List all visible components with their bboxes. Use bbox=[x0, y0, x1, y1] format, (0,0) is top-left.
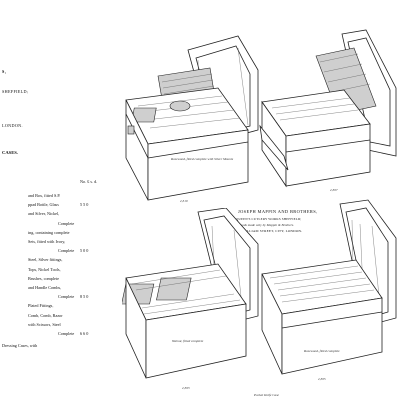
firm-address: KING WILLIAM STREET, CITY, LONDON. bbox=[232, 229, 303, 233]
left-entry-text: Comb, Comb, Razor bbox=[28, 312, 63, 318]
left-heading: S, bbox=[2, 69, 7, 74]
firm-subline-2: Goods made only by Mappin & Brothers. bbox=[238, 223, 295, 227]
caption-bottom: Pocket Knife Case bbox=[254, 393, 280, 397]
left-entry-text: Sets, fitted with Ivory, bbox=[28, 239, 66, 244]
dressing-case-illustration-top-left bbox=[125, 35, 259, 201]
left-entry-text: and Silver, Nickel, bbox=[28, 211, 60, 217]
left-section-title: CASES. bbox=[2, 150, 18, 155]
left-line-sheffield: SHEFFIELD; bbox=[2, 89, 29, 94]
left-entry-price: 5 5 0 bbox=[80, 202, 89, 208]
left-price-head: No. £ s. d. bbox=[80, 179, 98, 184]
caption-top-right-number: 2,307 bbox=[330, 188, 338, 192]
caption-top-left: Rosewood, fitted complete with Silver Mo… bbox=[171, 157, 234, 161]
left-entry-price: 6 6 0 bbox=[80, 331, 89, 336]
left-line-london: LONDON. bbox=[2, 123, 23, 128]
left-entry-text: Complete bbox=[58, 220, 75, 226]
firm-subline: QUEEN'S CUTLERY WORKS SHEFFIELD; bbox=[236, 217, 302, 221]
left-entry-text: ppad Bottle, Glass bbox=[28, 202, 59, 208]
caption-bottom-right: Rosewood, fitted complete bbox=[304, 349, 340, 353]
caption-bottom-right-number: 2,305 bbox=[318, 377, 326, 381]
left-entry-price: 8 5 0 bbox=[80, 294, 89, 300]
left-entry-text: ing, containing complete bbox=[28, 229, 70, 235]
left-entry-text: Complete bbox=[58, 294, 75, 300]
left-entry-price: 5 0 0 bbox=[80, 248, 89, 254]
left-entry-text: with Scissors, Steel bbox=[28, 321, 61, 327]
left-entry-text: Plated Fittings, bbox=[28, 303, 54, 309]
left-entry-text: Complete bbox=[58, 248, 75, 254]
left-entry-text: and Handle Combs, bbox=[28, 285, 62, 290]
caption-top-left-number: 2,310 bbox=[180, 199, 188, 203]
left-entry-text: and Box, fitted S.P. bbox=[28, 193, 61, 198]
left-entry-text: Brushes, complete bbox=[28, 275, 59, 281]
caption-bottom-left: Walnut, fitted complete bbox=[172, 339, 204, 343]
left-entry-text: Steel, Silver fittings, bbox=[28, 257, 63, 263]
left-entry-text: Tops, Nickel Tools, bbox=[28, 266, 61, 272]
caption-bottom-left-number: 2,303 bbox=[182, 386, 190, 390]
dressing-case-illustration-top-right bbox=[259, 29, 397, 188]
left-footnote: Dressing Cases, with bbox=[2, 343, 38, 348]
dressing-case-illustration-bottom-left bbox=[122, 208, 259, 379]
dressing-case-illustration-bottom-right bbox=[261, 199, 397, 375]
firm-line: JOSEPH MAPPIN AND BROTHERS, bbox=[238, 209, 318, 214]
left-entry-text: Complete bbox=[58, 331, 75, 336]
